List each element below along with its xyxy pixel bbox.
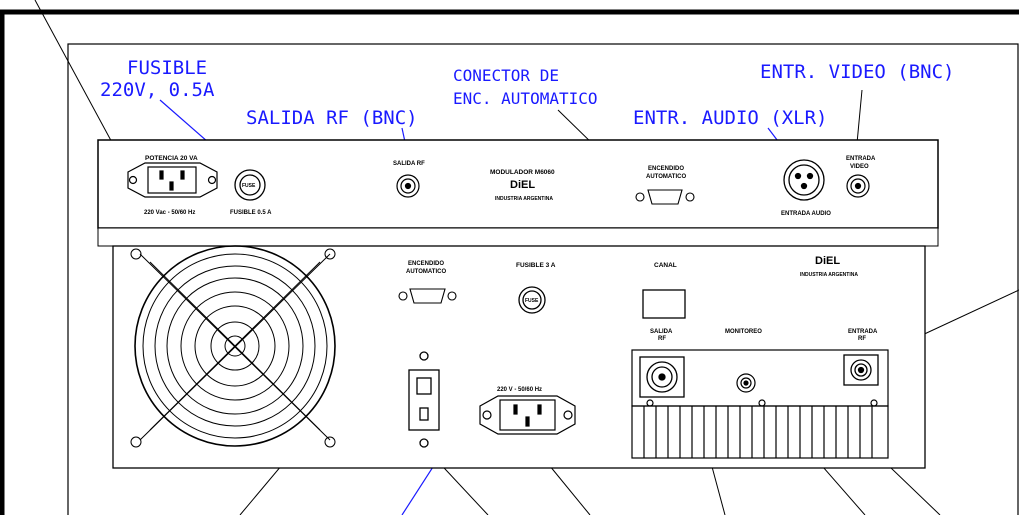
upper-salida-rf-label: SALIDA RF	[393, 161, 425, 167]
power-switch	[408, 351, 440, 448]
lower-industria-label: INDUSTRIA ARGENTINA	[800, 272, 858, 278]
n-connector-entrada-rf	[843, 354, 879, 386]
callout-conector-line2: ENC. AUTOMATICO	[453, 89, 598, 108]
lower-canal-label: CANAL	[654, 262, 677, 269]
upper-voltaje-label: 220 Vac - 50/60 Hz	[144, 210, 195, 216]
lower-entrada-rf-line2: RF	[858, 336, 866, 342]
callout-conector-line1: CONECTOR DE	[453, 66, 559, 85]
rf-module	[631, 349, 889, 459]
lower-monitoreo-label: MONITOREO	[725, 329, 762, 335]
bnc-salida-rf-upper	[396, 174, 420, 198]
upper-industria-label: INDUSTRIA ARGENTINA	[495, 196, 553, 202]
callout-fusible-line1: FUSIBLE	[127, 57, 207, 79]
callout-entr-audio: ENTR. AUDIO (XLR)	[633, 107, 827, 129]
canal-display	[642, 289, 686, 319]
lower-fuse-icon-label: FUSE	[525, 298, 539, 304]
upper-encendido-line1: ENCENDIDO	[648, 166, 684, 172]
db9-encendido-lower	[398, 288, 457, 304]
lower-salida-rf-line1: SALIDA	[650, 329, 673, 335]
callout-labels: FUSIBLE 220V, 0.5A SALIDA RF (BNC) CONEC…	[100, 57, 954, 129]
fuse-holder-lower	[518, 286, 546, 314]
power-inlet-lower	[479, 395, 576, 435]
lower-fusible-label: FUSIBLE 3 A	[516, 262, 556, 269]
lower-panel: ENCENDIDO AUTOMATICO FUSE FUSIBLE 3 A CA…	[97, 227, 939, 469]
callout-salida-rf: SALIDA RF (BNC)	[246, 107, 418, 129]
upper-entrada-video-line1: ENTRADA	[846, 156, 876, 162]
lower-entrada-rf-line1: ENTRADA	[848, 329, 878, 335]
xlr-audio-input	[783, 159, 825, 201]
upper-fusible-label: FUSIBLE 0.5 A	[230, 210, 272, 216]
upper-potencia-label: POTENCIA 20 VA	[145, 155, 198, 162]
lower-encendido-line1: ENCENDIDO	[408, 261, 444, 267]
lower-voltaje-label: 220 V - 50/60 Hz	[497, 387, 542, 393]
upper-brand-logo: DiEL	[510, 179, 535, 191]
power-inlet-upper	[127, 162, 218, 198]
bnc-monitoreo	[736, 373, 756, 393]
db9-encendido-upper	[635, 189, 695, 205]
upper-panel: POTENCIA 20 VA 220 Vac - 50/60 Hz FUSE F…	[97, 139, 939, 229]
upper-fuse-icon-label: FUSE	[242, 183, 256, 189]
lower-salida-rf-line2: RF	[658, 336, 666, 342]
upper-entrada-video-line2: VIDEO	[850, 164, 869, 170]
n-connector-salida-rf	[639, 356, 685, 398]
lower-brand-logo: DiEL	[815, 255, 840, 267]
callout-fusible-line2: 220V, 0.5A	[100, 79, 215, 101]
outer-frame	[0, 9, 1019, 515]
upper-modulador-label: MODULADOR M6060	[490, 169, 555, 176]
lower-encendido-line2: AUTOMATICO	[406, 269, 446, 275]
upper-entrada-audio-label: ENTRADA AUDIO	[781, 211, 831, 217]
bnc-video-input	[846, 174, 870, 198]
upper-encendido-line2: AUTOMATICO	[646, 174, 686, 180]
fuse-holder-upper	[234, 169, 266, 201]
fan-grille	[130, 245, 336, 448]
callout-entr-video: ENTR. VIDEO (BNC)	[760, 61, 954, 83]
